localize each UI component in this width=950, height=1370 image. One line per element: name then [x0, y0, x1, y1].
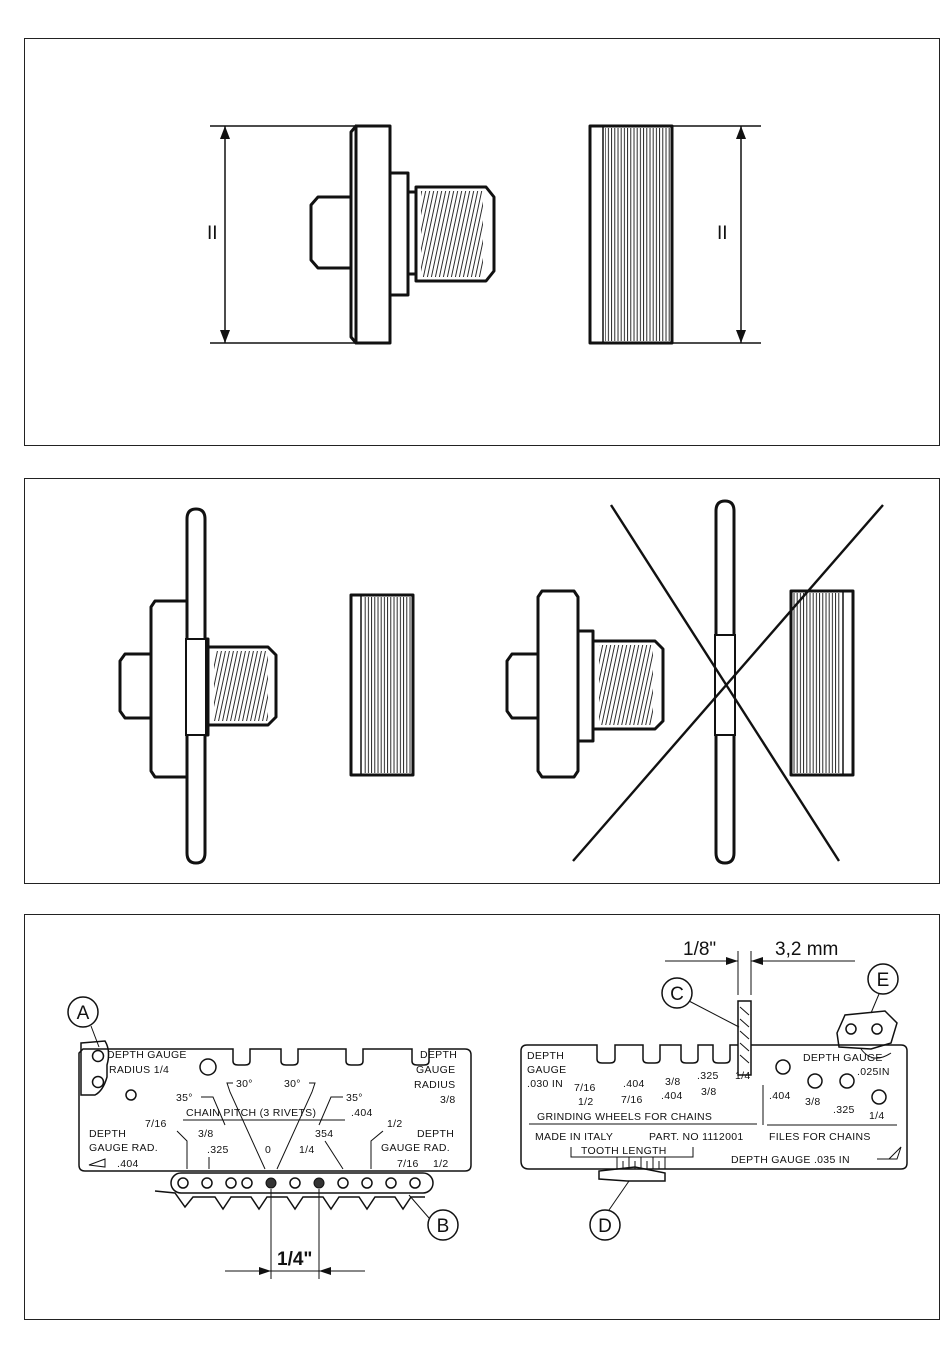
gauge-right: 1/8" 3,2 mm DEPTH GAUGE .030 IN 7/16 1/2…: [520, 939, 908, 1182]
gauge-left-hole: [199, 1058, 217, 1076]
svg-text:GAUGE: GAUGE: [527, 1064, 566, 1076]
cross-line-2: [572, 504, 884, 862]
label-wheel-12: 1/2: [578, 1096, 594, 1108]
label-pitch-14: 1/4: [299, 1144, 315, 1156]
label-file-404: .404: [769, 1090, 791, 1102]
callout-b: B: [408, 1194, 459, 1241]
svg-text:1/2: 1/2: [433, 1158, 449, 1170]
gauge-left: DEPTH GAUGE RADIUS 1/4 DEPTH GAUGE RADIU…: [78, 1040, 472, 1279]
label-file-325: .325: [833, 1104, 855, 1116]
label-angle-30-left: 30°: [236, 1078, 253, 1090]
label-angle-35-right: 35°: [346, 1092, 363, 1104]
dimension-mm-label: 3,2 mm: [775, 939, 838, 960]
label-file-14: 1/4: [869, 1110, 885, 1122]
chain-gauge-drawing: DEPTH GAUGE RADIUS 1/4 DEPTH GAUGE RADIU…: [67, 939, 908, 1279]
svg-text:RADIUS 1/4: RADIUS 1/4: [109, 1064, 169, 1076]
label-pitch-404: .404: [351, 1107, 373, 1119]
label-files-for-chains: FILES FOR CHAINS: [769, 1131, 871, 1143]
callout-d: D: [589, 1180, 630, 1241]
label-pitch-354: 354: [315, 1128, 333, 1140]
callout-e: E: [867, 963, 899, 1014]
label-depth-gauge-030: DEPTH: [527, 1050, 564, 1062]
label-chain-pitch: CHAIN PITCH (3 RIVETS): [186, 1107, 316, 1119]
panel-wheel-dimension: II II: [24, 38, 940, 446]
label-wheel-716: 7/16: [574, 1082, 596, 1094]
dimension-label-left: II: [207, 223, 218, 244]
label-made-in-italy: MADE IN ITALY: [535, 1131, 613, 1143]
pitch-dimension-label: 1/4": [277, 1249, 312, 1270]
callout-a: A: [67, 996, 100, 1048]
cross-line-1: [609, 504, 841, 862]
label-wheel-38: 3/8: [665, 1076, 681, 1088]
svg-text:.404: .404: [117, 1158, 139, 1170]
label-depth-gauge-rad-right: DEPTH: [417, 1128, 454, 1140]
label-angle-30-right: 30°: [284, 1078, 301, 1090]
assembly-drawing: [118, 499, 884, 865]
callout-c: C: [661, 977, 740, 1028]
hub-flange-drawing: II: [207, 124, 496, 345]
svg-text:7/16: 7/16: [621, 1094, 643, 1106]
svg-text:.030 IN: .030 IN: [527, 1078, 563, 1090]
label-pitch-0: 0: [265, 1144, 271, 1156]
label-pitch-12: 1/2: [387, 1118, 403, 1130]
label-wheel-325: .325: [697, 1070, 719, 1082]
svg-text:.404: .404: [661, 1090, 683, 1102]
label-pitch-325: .325: [207, 1144, 229, 1156]
label-grinding-wheels: GRINDING WHEELS FOR CHAINS: [537, 1111, 712, 1123]
panel-assembly: [24, 478, 940, 884]
svg-text:E: E: [877, 970, 890, 991]
label-pitch-38: 3/8: [198, 1128, 214, 1140]
svg-text:GAUGE RAD.: GAUGE RAD.: [89, 1142, 158, 1154]
svg-text:7/16: 7/16: [397, 1158, 419, 1170]
knurled-sleeve-drawing: II: [588, 124, 761, 345]
svg-text:3/8: 3/8: [701, 1086, 717, 1098]
svg-text:GAUGE RAD.: GAUGE RAD.: [381, 1142, 450, 1154]
cutter-tooth: [598, 1166, 666, 1182]
label-wheel-14: 1/4: [735, 1070, 751, 1082]
label-depth-gauge-rad-left: DEPTH: [89, 1128, 126, 1140]
label-wheel-404: .404: [623, 1078, 645, 1090]
label-angle-35-left: 35°: [176, 1092, 193, 1104]
svg-text:3/8: 3/8: [440, 1094, 456, 1106]
svg-text:B: B: [437, 1216, 450, 1237]
label-file-38: 3/8: [805, 1096, 821, 1108]
saw-chain: [154, 1172, 434, 1211]
label-depth-gauge-035: DEPTH GAUGE .035 IN: [731, 1154, 850, 1166]
panel-chain-gauge: DEPTH GAUGE RADIUS 1/4 DEPTH GAUGE RADIU…: [24, 914, 940, 1320]
label-depth-gauge-025: DEPTH GAUGE: [803, 1052, 883, 1064]
svg-text:RADIUS: RADIUS: [414, 1079, 455, 1091]
dimension-inch-label: 1/8": [683, 939, 716, 960]
label-part-no: PART. NO 1112001: [649, 1131, 744, 1143]
file-tool: [737, 1000, 752, 1076]
svg-text:A: A: [77, 1003, 90, 1024]
dimension-label-right: II: [717, 223, 728, 244]
svg-text:.025IN: .025IN: [857, 1066, 890, 1078]
label-depth-gauge-radius-38: DEPTH: [420, 1049, 457, 1061]
tooth-length-scale: [616, 1157, 666, 1169]
label-tooth-length: TOOTH LENGTH: [581, 1145, 667, 1157]
label-pitch-716: 7/16: [145, 1118, 167, 1130]
label-depth-gauge-radius-14: DEPTH GAUGE: [107, 1049, 187, 1061]
svg-text:C: C: [670, 984, 684, 1005]
svg-text:GAUGE: GAUGE: [416, 1064, 455, 1076]
correct-assembly: [118, 507, 415, 865]
wheel-dimension-drawing: II II: [207, 124, 761, 345]
incorrect-assembly: [505, 499, 884, 865]
svg-text:D: D: [598, 1216, 612, 1237]
